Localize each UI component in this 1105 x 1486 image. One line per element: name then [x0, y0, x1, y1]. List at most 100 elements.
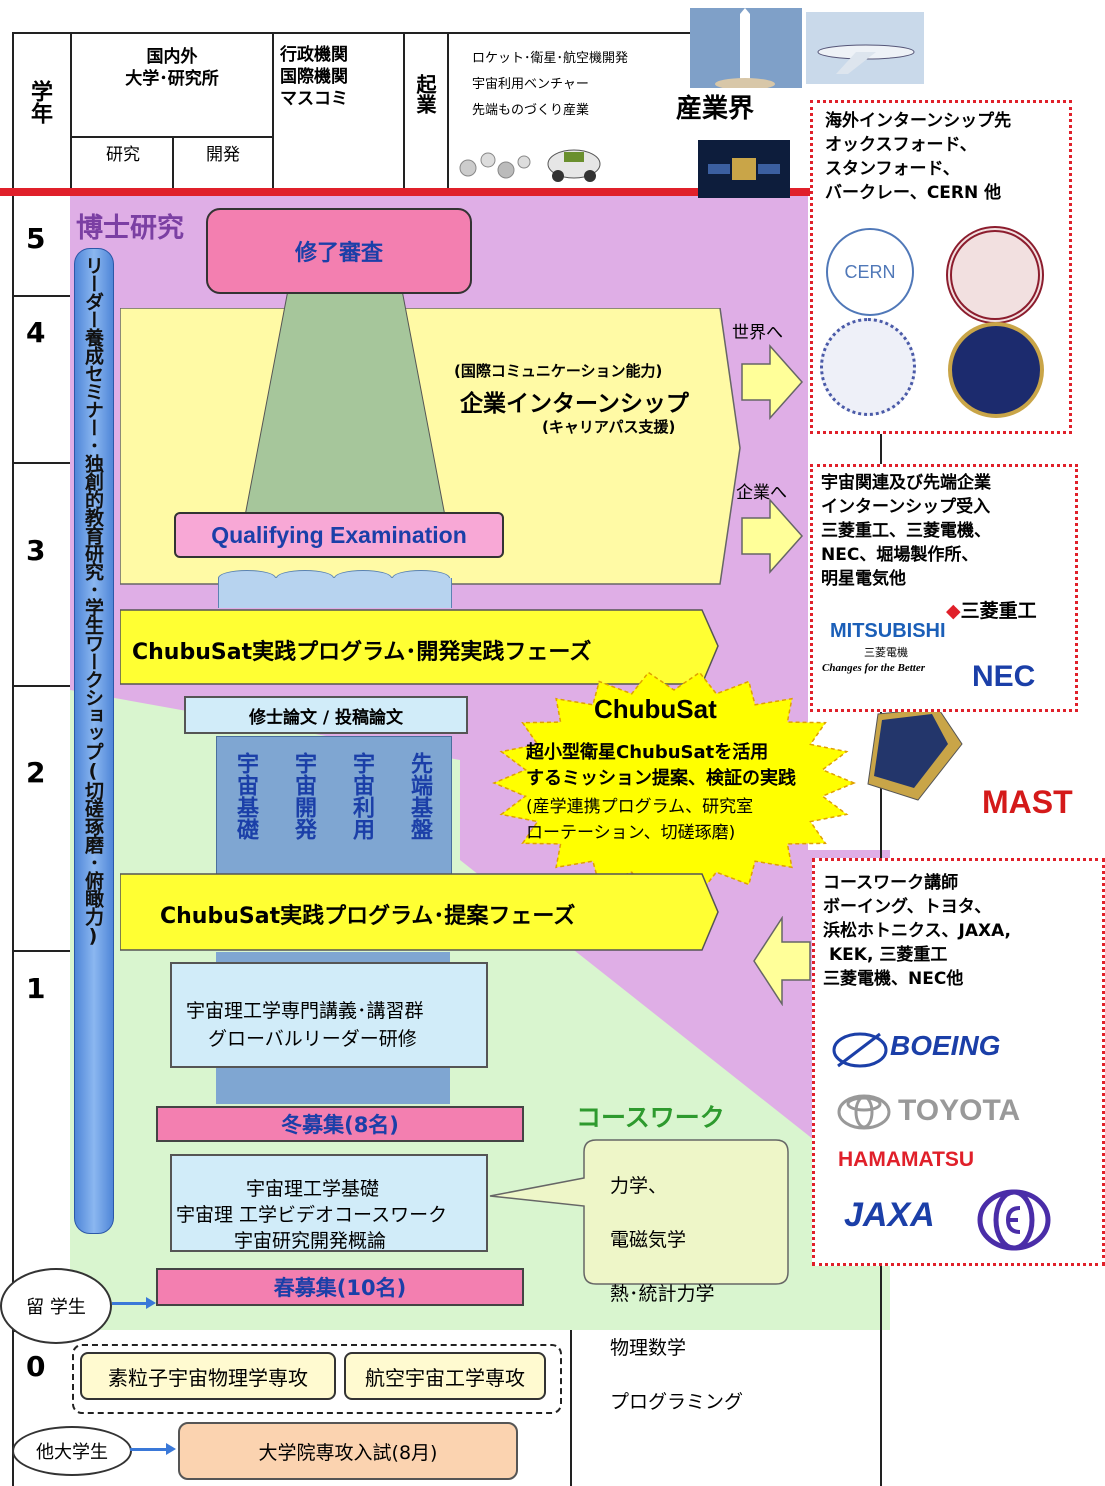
- domestic-line2: インターンシップ受入: [821, 497, 991, 517]
- basics-line2: 宇宙理 工学ビデオコースワーク: [176, 1204, 448, 1226]
- overseas-line2: オックスフォード、: [825, 135, 977, 155]
- airplane-photo: [806, 12, 924, 84]
- lecture-line2: グローバルリーダー研修: [208, 1028, 417, 1050]
- rocket-photo: [690, 8, 802, 88]
- funnel: [244, 290, 446, 516]
- grid-line: [70, 32, 72, 192]
- boeing-logo: BOEING: [890, 1030, 1001, 1061]
- basics-line1: 宇宙理工学基礎: [246, 1178, 380, 1200]
- grid-line: [12, 32, 714, 34]
- mhi-text: 三菱重工: [960, 600, 1037, 622]
- mast-logo: MAST: [982, 784, 1073, 820]
- dev-phase-banner: [120, 609, 719, 685]
- subject-item: 力学、: [610, 1175, 668, 1197]
- satellite-photo: [698, 140, 790, 198]
- subject-item: プログラミング: [610, 1391, 744, 1413]
- internship-line1: (国際コミュニケーション能力): [454, 362, 663, 380]
- grid-line: [172, 136, 174, 192]
- chubusat-line1: 超小型衛星ChubuSatを活用: [526, 742, 769, 763]
- phd-label: 博士研究: [76, 213, 184, 244]
- winter-recruitment: 冬募集(8名): [156, 1106, 524, 1142]
- mhi-diamond-icon: ◆: [946, 600, 961, 622]
- grid-line: [12, 462, 70, 464]
- subject-item: 熱･統計力学: [610, 1283, 715, 1305]
- berkeley-seal: [948, 322, 1044, 418]
- year-0: 0: [26, 1350, 46, 1383]
- arrow-head-icon: [166, 1443, 176, 1455]
- jaxa-logo: JAXA: [844, 1196, 935, 1234]
- arrow-right-icon: [741, 344, 804, 420]
- mitsubishi-tagline: Changes for the Better: [822, 662, 925, 674]
- lecturers-line4: KEK, 三菱重工: [829, 945, 948, 965]
- grid-line: [12, 685, 70, 687]
- kek-icon: [977, 1189, 1051, 1251]
- chubusat-satellite-image: [867, 707, 963, 801]
- lecturers-line1: コースワーク講師: [823, 873, 959, 893]
- oxford-seal: [820, 318, 916, 416]
- major-particle-physics: 素粒子宇宙物理学専攻: [80, 1352, 336, 1400]
- thesis-box: 修士論文 / 投稿論文: [184, 696, 468, 734]
- arrow-right-icon: [741, 498, 804, 574]
- chubusat-line4: ローテーション、切磋琢磨): [526, 823, 736, 843]
- internship-line3: (キャリアパス支援): [542, 418, 676, 436]
- coursework-label: コースワーク: [576, 1103, 725, 1132]
- overseas-line1: 海外インターンシップ先: [825, 111, 1012, 131]
- toyota-icon: [837, 1094, 891, 1130]
- stanford-seal: [946, 226, 1044, 324]
- arrow-left-icon: [753, 916, 811, 1006]
- lecture-box: [170, 962, 488, 1068]
- hamamatsu-logo: HAMAMATSU: [838, 1148, 975, 1171]
- grid-line: [570, 1330, 572, 1486]
- to-world-label: 世界へ: [732, 323, 783, 343]
- grid-line: [447, 32, 449, 192]
- domestic-box: 宇宙関連及び先端企業 インターンシップ受入 三菱重工、三菱電機、 NEC、堀場製…: [810, 464, 1078, 712]
- cern-logo: CERN: [826, 228, 914, 316]
- arrow-tadaigakusei: [130, 1448, 168, 1451]
- header-industry: 産業界: [675, 94, 754, 124]
- shuryo-box: 修了審査: [206, 208, 472, 294]
- columns-block: [216, 736, 452, 878]
- proposal-phase-banner: [120, 873, 719, 951]
- domestic-line5: 明星電気他: [821, 569, 906, 589]
- major-aerospace: 航空宇宙工学専攻: [344, 1352, 546, 1400]
- majors-group: [72, 1344, 562, 1414]
- toyota-logo: TOYOTA: [898, 1094, 1021, 1127]
- grid-line: [12, 295, 70, 297]
- header-kigyo: 起業: [413, 74, 437, 114]
- header-development: 開発: [206, 145, 240, 165]
- year-5: 5: [26, 222, 46, 255]
- column-uchu-kiso: 宇宙基礎: [233, 752, 258, 840]
- red-divider: [0, 188, 810, 196]
- year-1: 1: [26, 972, 46, 1005]
- subjects-bubble: [489, 1139, 789, 1285]
- lecturers-box: コースワーク講師 ボーイング、トヨタ、 浜松ホトニクス、JAXA, KEK, 三…: [812, 858, 1105, 1266]
- parts-photo: [459, 152, 531, 179]
- grid-line: [12, 32, 14, 1486]
- column-sentan-kiban: 先端基盤: [407, 752, 432, 840]
- lecturers-line5: 三菱電機、NEC他: [823, 969, 964, 989]
- subjects-list: 力学、 電磁気学 熱･統計力学 物理数学 プログラミング: [610, 1146, 743, 1443]
- chubusat-starburst: [492, 671, 856, 895]
- arrow-ryugakusei: [112, 1302, 148, 1305]
- to-company-label: 企業へ: [736, 483, 787, 503]
- internship-line2: 企業インターンシップ: [460, 391, 689, 417]
- qe-box: Qualifying Examination: [174, 512, 504, 558]
- ryugakusei-oval: 留 学生: [0, 1268, 112, 1344]
- seminar-bar-label: リーダー養成セミナー･独創的教育研究･学生ワークショップ(切磋琢磨･俯瞰力): [82, 256, 104, 946]
- proposal-phase-label: ChubuSat実践プログラム･提案フェーズ: [160, 904, 576, 929]
- lecturers-line3: 浜松ホトニクス、JAXA,: [823, 921, 1012, 941]
- mitsubishi-logo: MITSUBISHI: [830, 620, 946, 642]
- nec-logo: NEC: [972, 660, 1036, 693]
- basics-line3: 宇宙研究開発概論: [234, 1230, 387, 1252]
- header-research: 研究: [106, 145, 140, 165]
- car-photo: [547, 149, 601, 182]
- domestic-line3: 三菱重工、三菱電機、: [821, 521, 991, 541]
- grid-line: [70, 136, 272, 138]
- header-gov: 行政機関 国際機関 マスコミ: [280, 45, 348, 109]
- chubusat-line3: (産学連携プログラム、研究室: [526, 797, 754, 817]
- domestic-line4: NEC、堀場製作所、: [821, 545, 979, 565]
- mhi-logo: ◆三菱重工: [946, 596, 1037, 623]
- seminar-bar: [74, 248, 114, 1234]
- overseas-line4: バークレー、CERN 他: [825, 183, 1002, 203]
- grid-line: [272, 32, 274, 192]
